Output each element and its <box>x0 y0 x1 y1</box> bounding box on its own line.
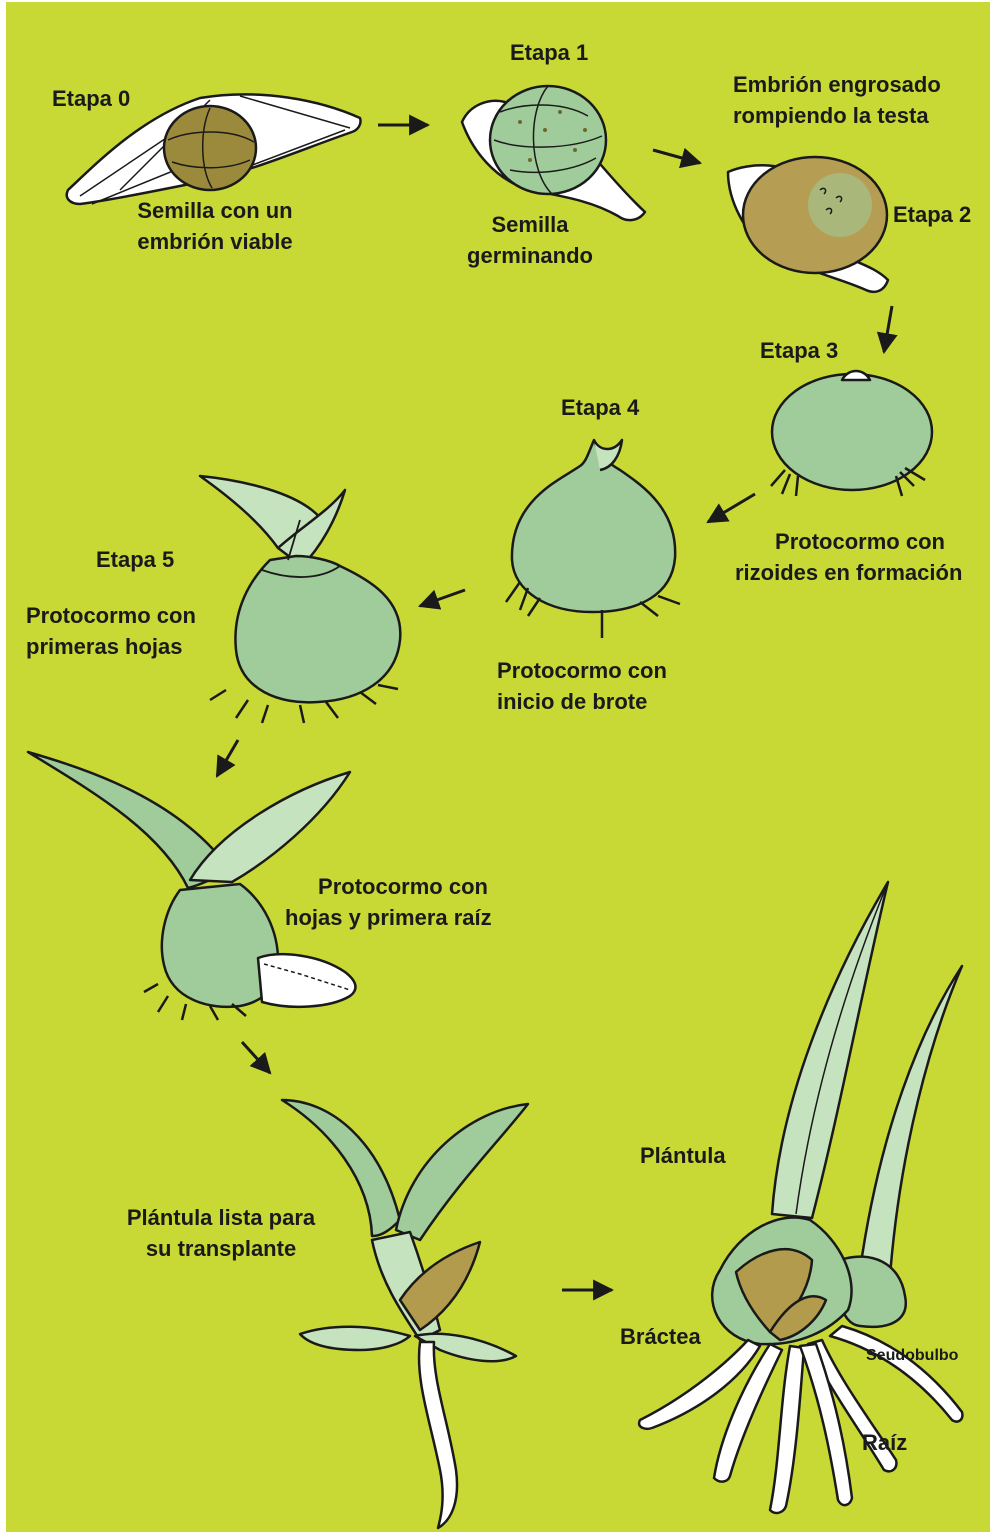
stage-1-caption-line2: germinando <box>440 241 620 271</box>
bractea-label: Bráctea <box>620 1322 701 1352</box>
stage-0-label: Etapa 0 <box>52 84 130 114</box>
stage-5-caption-line1: Protocormo con <box>26 601 196 631</box>
stage-1-label: Etapa 1 <box>510 38 588 68</box>
stage-4-caption-line1: Protocormo con <box>497 656 667 686</box>
stage-6-caption-line1: Protocormo con <box>280 872 526 902</box>
stage-4-caption-line2: inicio de brote <box>497 687 647 717</box>
stage-3-caption-line2: rizoides en formación <box>735 558 962 588</box>
stage-2-caption-line1: Embrión engrosado <box>733 70 941 100</box>
raiz-label: Raíz <box>862 1428 907 1458</box>
stage-2-caption-line2: rompiendo la testa <box>733 101 929 131</box>
seudobulbo-label: Seudobulbo <box>866 1346 958 1366</box>
stage-6-caption-line2: hojas y primera raíz <box>285 903 492 933</box>
stage-7-caption-line2: su transplante <box>104 1234 338 1264</box>
stage-5-label: Etapa 5 <box>96 545 174 575</box>
stage-3-caption-line1: Protocormo con <box>735 527 985 557</box>
plantula-label: Plántula <box>640 1141 726 1171</box>
stage-0-caption-line1: Semilla con un <box>118 196 312 226</box>
stage-2-label: Etapa 2 <box>893 200 971 230</box>
stage-3-label: Etapa 3 <box>760 336 838 366</box>
stage-4-label: Etapa 4 <box>561 393 639 423</box>
stage-0-caption-line2: embrión viable <box>118 227 312 257</box>
stage-5-caption-line2: primeras hojas <box>26 632 183 662</box>
stage-1-caption-line1: Semilla <box>440 210 620 240</box>
stage-7-caption-line1: Plántula lista para <box>104 1203 338 1233</box>
